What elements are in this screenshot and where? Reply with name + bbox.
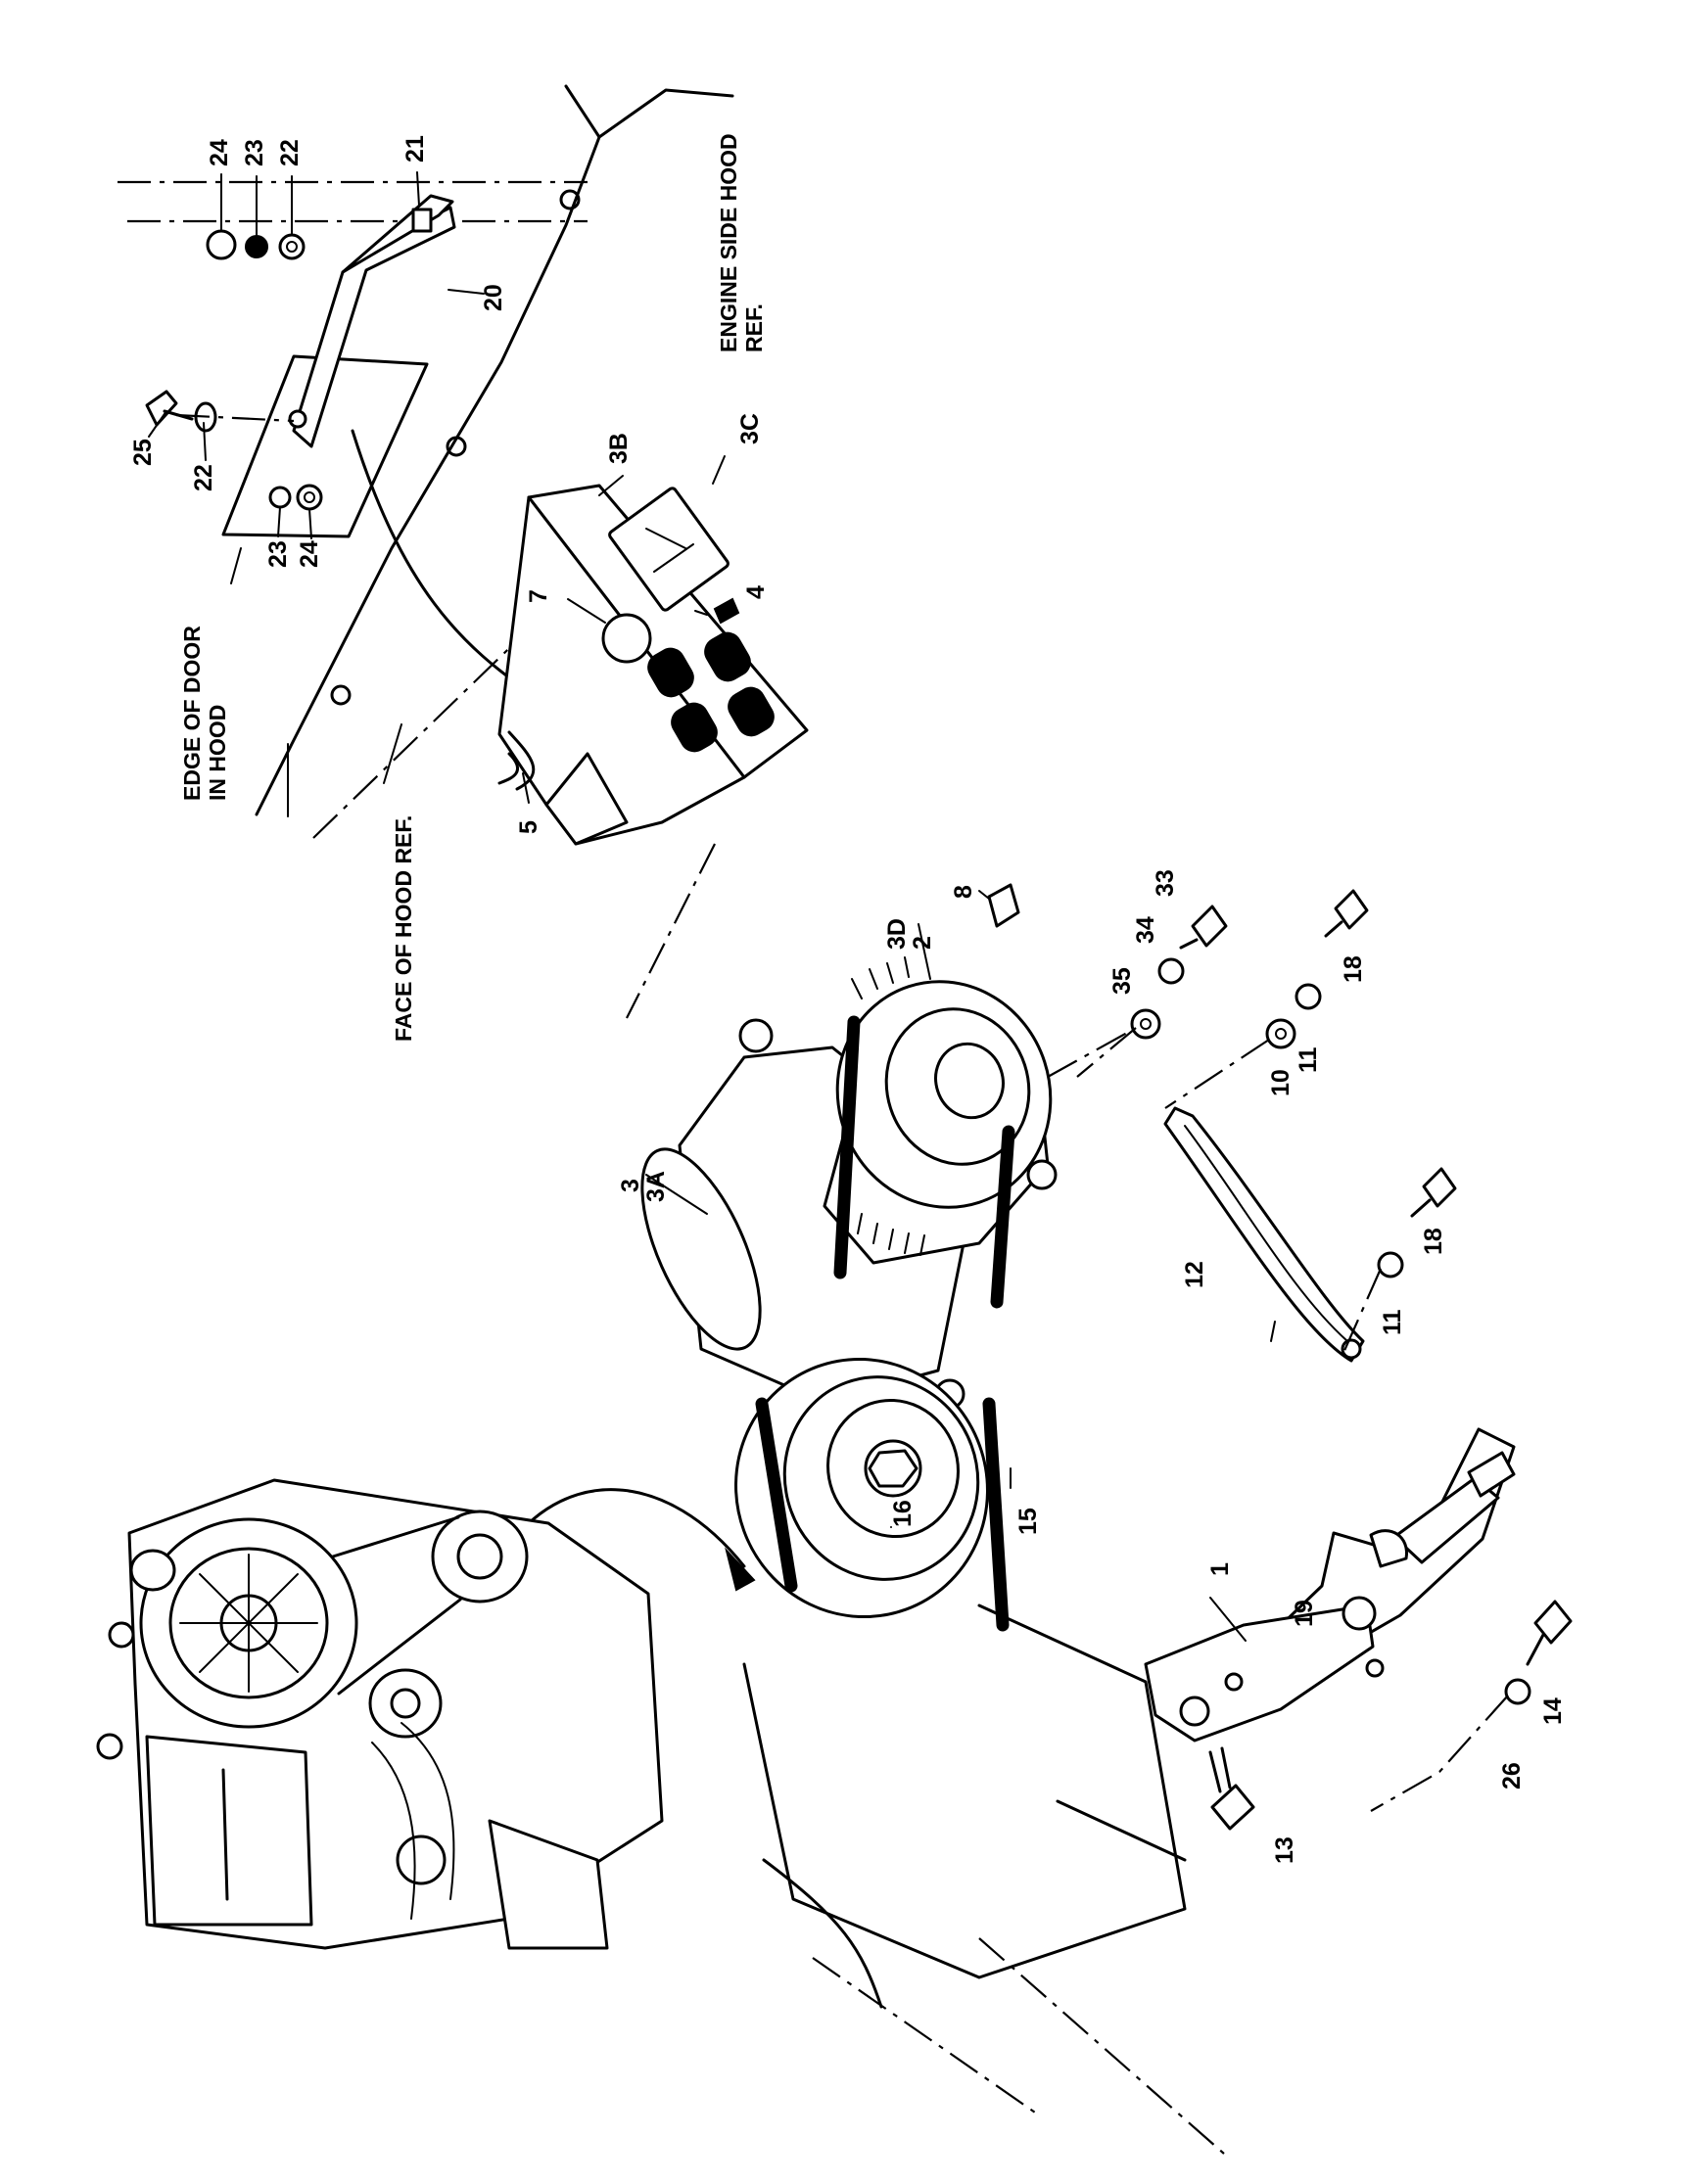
callout-18-bottom: 18	[1420, 1228, 1447, 1255]
stud-21	[411, 208, 433, 233]
callout-8: 8	[950, 885, 977, 899]
bolt-25	[145, 390, 178, 427]
callout-1: 1	[1206, 1562, 1234, 1576]
callout-11-top: 11	[1295, 1046, 1322, 1073]
nut-19	[1342, 1596, 1377, 1631]
callout-24-left: 24	[296, 540, 323, 568]
callout-3d: 3D	[883, 918, 911, 950]
lockwasher-34	[1157, 957, 1185, 985]
meter-3c	[608, 487, 730, 612]
callout-22-top: 22	[276, 139, 304, 166]
hardware-bottom	[1208, 1600, 1573, 1831]
hardware-right	[1076, 889, 1457, 1354]
outlet-box-3b	[497, 484, 809, 846]
nut-24-top	[206, 229, 237, 260]
washer-22-top	[278, 233, 306, 260]
nut-24-left	[296, 484, 323, 511]
receptacle-4	[728, 686, 775, 737]
bolt-33	[1191, 905, 1228, 948]
edge-of-door-label-line2: IN HOOD	[205, 705, 230, 801]
washer-10	[1265, 1018, 1296, 1049]
generator-3	[640, 883, 1058, 1410]
callout-22-left: 22	[190, 464, 217, 491]
washer-35	[1130, 1008, 1161, 1040]
callout-35: 35	[1108, 967, 1136, 995]
callout-2: 2	[909, 936, 936, 950]
leader-lines	[148, 171, 1276, 1642]
callout-10: 10	[1267, 1069, 1295, 1096]
callout-3: 3	[617, 1179, 644, 1192]
callout-23-top: 23	[241, 139, 268, 166]
callout-7: 7	[525, 589, 552, 603]
key-8	[987, 883, 1020, 928]
lockwasher-23-left	[268, 486, 292, 509]
hood-hole-symbols	[330, 189, 581, 706]
callout-14: 14	[1539, 1697, 1567, 1725]
callout-23-left: 23	[264, 540, 292, 568]
lockwasher-11-bottom	[1377, 1251, 1404, 1278]
face-of-hood-label: FACE OF HOOD REF.	[391, 815, 416, 1042]
adjusting-arm-12	[1163, 1106, 1365, 1363]
pulley-16	[734, 1357, 989, 1619]
callout-21: 21	[401, 135, 429, 163]
lockwasher-26	[1504, 1678, 1531, 1705]
callout-25: 25	[129, 439, 157, 466]
bolt-18-bottom	[1422, 1167, 1457, 1208]
callout-3a: 3A	[642, 1171, 670, 1202]
bolt-13	[1210, 1784, 1255, 1831]
receptacle-1	[647, 647, 694, 698]
callout-5: 5	[515, 820, 542, 834]
callout-26: 26	[1498, 1762, 1526, 1789]
engine-assembly	[96, 1478, 664, 1950]
callout-15: 15	[1014, 1508, 1042, 1535]
callout-11-bottom: 11	[1379, 1309, 1406, 1335]
engine-side-hood-label-line1: ENGINE SIDE HOOD	[716, 133, 741, 352]
callout-24-top: 24	[206, 139, 233, 166]
bolt-18-top	[1334, 889, 1369, 930]
callout-12: 12	[1181, 1261, 1208, 1288]
callout-13: 13	[1271, 1836, 1298, 1864]
callout-16: 16	[889, 1500, 917, 1527]
receptacle-3	[671, 702, 718, 753]
switch-4	[713, 597, 740, 625]
callout-34: 34	[1132, 916, 1159, 944]
mounting-bracket-1	[1144, 1427, 1516, 1743]
callout-3b: 3B	[605, 433, 633, 464]
callout-20: 20	[480, 284, 507, 311]
receptacle-2	[704, 631, 751, 682]
bolt-14	[1533, 1600, 1573, 1645]
belt-15-right	[982, 1397, 1010, 1632]
engine-to-pulley-arrow	[509, 1488, 746, 1568]
edge-of-door-label-line1: EDGE OF DOOR	[179, 626, 205, 801]
callout-33: 33	[1152, 869, 1179, 897]
lockwasher-11-top	[1295, 983, 1322, 1010]
lockwasher-23-top	[245, 235, 268, 258]
callout-19: 19	[1291, 1600, 1318, 1627]
engine-side-hood-label-line2: REF.	[741, 303, 767, 352]
hardware-top	[145, 208, 433, 511]
belt-15-left	[755, 1397, 798, 1593]
callout-18-top: 18	[1340, 955, 1367, 983]
engine-block-outline	[742, 1603, 1225, 2155]
callout-4: 4	[742, 585, 770, 599]
circuit-breaker-7	[601, 613, 652, 664]
callout-3c: 3C	[736, 413, 764, 444]
